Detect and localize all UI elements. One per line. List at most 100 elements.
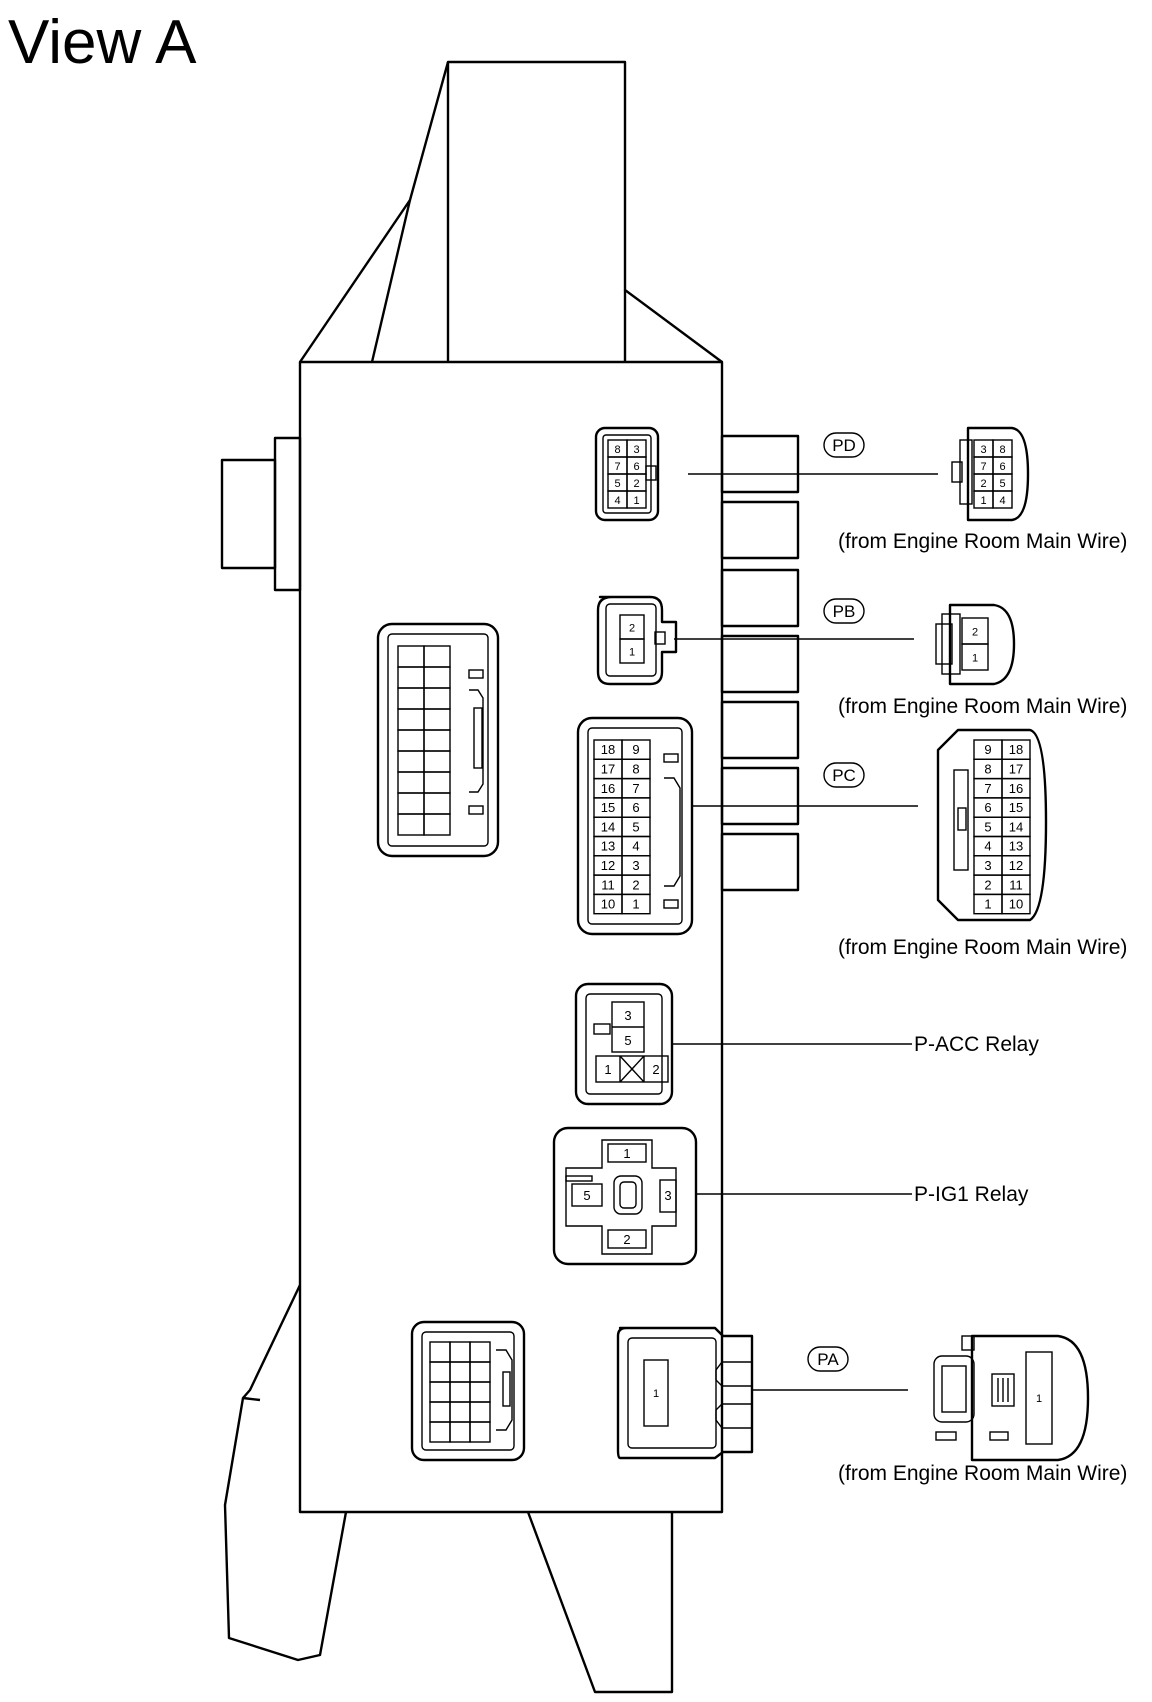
left-connector-cell (397, 729, 425, 752)
connector-pd-code: PD (823, 432, 865, 458)
left-connector-cell (423, 666, 451, 689)
left-connector-cell (423, 729, 451, 752)
relay-p-acc-label: P-ACC Relay (914, 1033, 1039, 1056)
connector-pd-side-pin-8: 8 (999, 444, 1005, 456)
bottom-connector-cell (449, 1381, 471, 1403)
unlabeled-connector-bottom (410, 1320, 526, 1462)
connector-pa-code: PA (807, 1346, 849, 1372)
left-connector-cell (397, 666, 425, 689)
connector-pa-side-pin-1: 1 (1036, 1393, 1042, 1405)
bottom-connector-cell (429, 1341, 451, 1363)
connector-pc-code-label: PC (832, 766, 856, 785)
connector-pc-side-cell (1001, 893, 1031, 915)
bottom-connector-cell (429, 1421, 451, 1443)
connector-pc-front-pin-11: 11 (601, 877, 615, 892)
connector-pa-front-pin-1: 1 (653, 1388, 659, 1400)
connector-pc-side-pin-1: 1 (984, 897, 991, 912)
left-connector-cell (423, 708, 451, 731)
connector-pd-side-pin-5: 5 (999, 478, 1005, 490)
connector-pc-side-pin-2: 2 (984, 877, 991, 892)
relay-p-ig1-pin-5: 5 (583, 1188, 590, 1203)
connector-pc-side-pin-5: 5 (984, 819, 991, 834)
bottom-connector-cell (449, 1361, 471, 1383)
connector-pc-side-pin-14: 14 (1009, 819, 1023, 834)
connector-pc-front-pin-5: 5 (632, 819, 639, 834)
bottom-connector-cell (449, 1341, 471, 1363)
connector-pb-side-pin-1: 1 (972, 653, 978, 665)
bottom-connector-cell (469, 1341, 491, 1363)
unlabeled-connector-left (376, 622, 500, 858)
connector-pc-front-cell (621, 893, 651, 915)
connector-pc-side-pin-9: 9 (984, 742, 991, 757)
connector-pc-side-pin-18: 18 (1009, 742, 1023, 757)
bottom-connector-cell (449, 1401, 471, 1423)
left-connector-cell (397, 687, 425, 710)
connector-pc-side-pin-13: 13 (1009, 839, 1023, 854)
connector-pd-front-pin-4: 4 (614, 495, 620, 507)
connector-pc-side-pin-11: 11 (1009, 877, 1023, 892)
connector-pc-side-pin-6: 6 (984, 800, 991, 815)
connector-pb-front-pin-1: 1 (629, 647, 635, 659)
relay-p-acc: 3 5 1 2 P-ACC Relay (574, 982, 1039, 1106)
left-connector-cell (423, 687, 451, 710)
connector-pa-source: (from Engine Room Main Wire) (838, 1462, 1127, 1485)
relay-p-acc-pin-5: 5 (624, 1033, 631, 1048)
connector-pa: 1 1 PA (from Engine Room Main Wire) (616, 1326, 1127, 1485)
connector-pc-front-pin-2: 2 (632, 877, 639, 892)
connector-pd-side-pin-2: 2 (980, 478, 986, 490)
left-connector-cell (423, 771, 451, 794)
bottom-connector-cell (449, 1421, 471, 1443)
connector-pc-side-pin-3: 3 (984, 858, 991, 873)
connector-pb: 21 21 PB (from Engine Room Main Wire) (596, 595, 1127, 718)
left-connector-cell (397, 750, 425, 773)
connector-pc-side-pin-12: 12 (1009, 858, 1023, 873)
relay-p-ig1-label: P-IG1 Relay (914, 1183, 1029, 1206)
connector-pc-front-pin-6: 6 (632, 800, 639, 815)
connector-pc-front-pin-4: 4 (632, 839, 639, 854)
connector-pd-front-pin-7: 7 (614, 461, 620, 473)
connector-pc-front-pin-16: 16 (601, 781, 615, 796)
connector-pd-side-pin-6: 6 (999, 461, 1005, 473)
connector-pb-side-pins: 21 (961, 617, 989, 671)
connector-pc-front-pin-18: 18 (601, 742, 615, 757)
relay-p-ig1-pin-3: 3 (664, 1188, 671, 1203)
connector-pb-front-pin-2: 2 (629, 623, 635, 635)
connector-pc-front-pin-10: 10 (601, 897, 615, 912)
connector-pb-code: PB (823, 598, 865, 624)
relay-p-ig1: 1 5 3 2 P-IG1 Relay (552, 1126, 1029, 1266)
bottom-connector-cell (469, 1361, 491, 1383)
junction-block-housing (220, 60, 800, 1694)
left-connector-cell (397, 792, 425, 815)
left-connector-cell (397, 708, 425, 731)
left-connector-cell (423, 813, 451, 836)
bottom-connector-cell (429, 1381, 451, 1403)
connector-pd-side-pin-3: 3 (980, 444, 986, 456)
left-connector-cell (397, 771, 425, 794)
connector-pb-code-label: PB (833, 602, 856, 621)
connector-pc-front-pin-9: 9 (632, 742, 639, 757)
relay-p-acc-pin-2: 2 (652, 1062, 659, 1077)
connector-pc-front-pin-3: 3 (632, 858, 639, 873)
connector-pb-side-cell (961, 643, 989, 671)
connector-pc-front-pin-1: 1 (632, 897, 639, 912)
left-connector-cell (397, 813, 425, 836)
left-connector-cell (423, 645, 451, 668)
bottom-connector-cell (469, 1421, 491, 1443)
connector-pc-side-pin-15: 15 (1009, 800, 1023, 815)
connector-pb-front-pins: 21 (619, 614, 645, 664)
connector-pb-side-pin-2: 2 (972, 627, 978, 639)
connector-pc-side-pin-7: 7 (984, 781, 991, 796)
left-connector-cell (423, 750, 451, 773)
connector-pc-front-pin-12: 12 (601, 858, 615, 873)
connector-pc-front-pin-15: 15 (601, 800, 615, 815)
connector-pc-code: PC (823, 762, 865, 788)
connector-pb-source: (from Engine Room Main Wire) (838, 695, 1127, 718)
